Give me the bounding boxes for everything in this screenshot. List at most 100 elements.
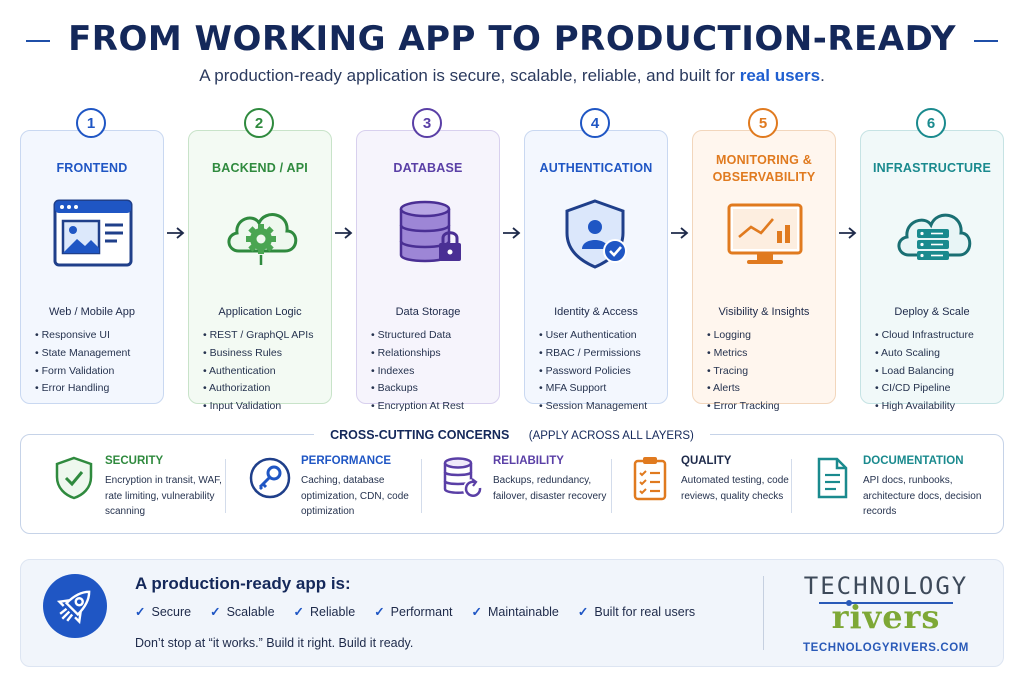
layer-card: AUTHENTICATION Identity & Access User Au… bbox=[524, 130, 668, 412]
check-item: ✓Built for real users bbox=[577, 605, 696, 619]
subtitle-end: . bbox=[820, 66, 825, 85]
layer-subtitle: Deploy & Scale bbox=[894, 306, 970, 318]
subtitle-text: A production-ready application is secure… bbox=[199, 66, 740, 85]
layer-items: Logging Metrics Tracing Alerts Error Tra… bbox=[707, 327, 780, 416]
concern-title: RELIABILITY bbox=[493, 455, 564, 467]
layer-title: INFRASTRUCTURE bbox=[872, 161, 992, 175]
layer-title: BACKEND / API bbox=[212, 161, 308, 175]
list-item: Responsive UI bbox=[35, 327, 130, 345]
checkmark-icon: ✓ bbox=[471, 605, 482, 619]
summary-panel: A production-ready app is: ✓Secure ✓Scal… bbox=[20, 559, 1004, 667]
subtitle-highlight: real users bbox=[739, 66, 821, 85]
layer-items: Structured Data Relationships Indexes Ba… bbox=[371, 327, 464, 416]
layer-subtitle: Application Logic bbox=[218, 306, 302, 318]
checkmark-icon: ✓ bbox=[135, 605, 146, 619]
arrow-right-icon bbox=[167, 227, 185, 239]
list-item: Cloud Infrastructure bbox=[875, 327, 974, 345]
step-number: 3 bbox=[412, 108, 442, 138]
list-item: Form Validation bbox=[35, 363, 130, 381]
summary-tagline: Don’t stop at “it works.” Build it right… bbox=[135, 636, 414, 650]
step-number: 5 bbox=[748, 108, 778, 138]
section-title: CROSS-CUTTING CONCERNS (APPLY ACROSS ALL… bbox=[21, 426, 1003, 444]
list-item: Business Rules bbox=[203, 345, 313, 363]
database-refresh-icon bbox=[443, 457, 483, 499]
list-item: Alerts bbox=[707, 380, 780, 398]
list-item: Logging bbox=[707, 327, 780, 345]
title-dash-right bbox=[974, 40, 998, 42]
checkmark-icon: ✓ bbox=[210, 605, 221, 619]
document-icon bbox=[817, 457, 848, 499]
layer-subtitle: Data Storage bbox=[395, 306, 461, 318]
divider bbox=[225, 459, 226, 513]
logo-bottom-text: rivers bbox=[831, 598, 941, 636]
list-item: Encryption At Rest bbox=[371, 398, 464, 416]
arrow-right-icon bbox=[503, 227, 521, 239]
clipboard-checklist-icon bbox=[633, 457, 667, 501]
list-item: Load Balancing bbox=[875, 363, 974, 381]
cross-cutting-concerns: CROSS-CUTTING CONCERNS (APPLY ACROSS ALL… bbox=[20, 428, 1004, 534]
concern-title: DOCUMENTATION bbox=[863, 455, 964, 467]
checkmark-icon: ✓ bbox=[293, 605, 305, 619]
layer-monitoring: 5 MONITORING &OBSERVABILITY Visibility &… bbox=[692, 108, 838, 412]
list-item: Authorization bbox=[203, 380, 313, 398]
checkmark-icon: ✓ bbox=[577, 605, 589, 619]
concern-title: PERFORMANCE bbox=[301, 455, 392, 467]
step-number: 4 bbox=[580, 108, 610, 138]
shield-check-icon bbox=[55, 456, 93, 500]
list-item: Session Management bbox=[539, 398, 648, 416]
layer-title: FRONTEND bbox=[56, 161, 128, 175]
list-item: Auto Scaling bbox=[875, 345, 974, 363]
logo-top-text: TECHNOLOGY bbox=[803, 572, 969, 600]
arrow-right-icon bbox=[839, 227, 857, 239]
list-item: CI/CD Pipeline bbox=[875, 380, 974, 398]
layer-card: FRONTEND Web / Mobile App Responsive UI … bbox=[20, 130, 164, 404]
list-item: Input Validation bbox=[203, 398, 313, 416]
list-item: MFA Support bbox=[539, 380, 647, 398]
list-item: Password Policies bbox=[539, 363, 647, 381]
list-item: Metrics bbox=[707, 345, 780, 363]
shield-user-icon bbox=[565, 199, 627, 269]
layer-title: DATABASE bbox=[393, 161, 463, 175]
check-item: ✓Secure bbox=[135, 605, 192, 619]
divider bbox=[791, 459, 792, 513]
layer-subtitle: Visibility & Insights bbox=[718, 306, 810, 318]
title-dash-left bbox=[26, 40, 50, 42]
list-item: Structured Data bbox=[371, 327, 464, 345]
layer-items: User Authentication RBAC / Permissions P… bbox=[539, 327, 648, 416]
browser-window-icon bbox=[53, 199, 133, 267]
step-number: 1 bbox=[76, 108, 106, 138]
key-gauge-icon bbox=[249, 457, 291, 499]
logo-url: TECHNOLOGYRIVERS.COM bbox=[803, 642, 969, 654]
layer-card: DATABASE Data Storage Structured Data Re… bbox=[356, 130, 500, 412]
monitor-chart-icon bbox=[727, 203, 803, 264]
layer-items: Responsive UI State Management Form Vali… bbox=[35, 327, 131, 398]
list-item: State Management bbox=[35, 345, 131, 363]
concern-desc: Encryption in transit, WAF, rate limitin… bbox=[105, 475, 222, 517]
list-item: REST / GraphQL APIs bbox=[203, 327, 314, 345]
list-item: Authentication bbox=[203, 363, 313, 381]
cloud-server-icon bbox=[897, 213, 972, 260]
check-item: ✓Reliable bbox=[293, 605, 356, 619]
summary-title: A production-ready app is: bbox=[135, 574, 351, 593]
concern-title: QUALITY bbox=[681, 455, 732, 467]
step-number: 6 bbox=[916, 108, 946, 138]
layer-title: MONITORING &OBSERVABILITY bbox=[712, 153, 816, 184]
company-logo: TECHNOLOGY rivers TECHNOLOGYRIVERS.COM bbox=[791, 568, 981, 658]
list-item: Tracing bbox=[707, 363, 780, 381]
step-number: 2 bbox=[244, 108, 274, 138]
list-item: High Availability bbox=[875, 398, 974, 416]
arrow-right-icon bbox=[335, 227, 353, 239]
list-item: Backups bbox=[371, 380, 464, 398]
cloud-gear-icon bbox=[227, 213, 298, 265]
arrow-right-icon bbox=[671, 227, 689, 239]
layer-subtitle: Web / Mobile App bbox=[48, 306, 135, 318]
list-item: RBAC / Permissions bbox=[539, 345, 647, 363]
check-item: ✓Scalable bbox=[210, 605, 275, 619]
layer-infrastructure: 6 INFRASTRUCTURE Deploy & Scale Cloud In… bbox=[860, 108, 1006, 412]
rocket-icon bbox=[43, 574, 107, 638]
layer-subtitle: Identity & Access bbox=[554, 306, 638, 318]
layer-backend: 2 BACKEND / API Application Logic REST /… bbox=[188, 108, 334, 412]
check-item: ✓Maintainable bbox=[471, 605, 559, 619]
layer-authentication: 4 AUTHENTICATION Identity & Access User … bbox=[524, 108, 670, 412]
layer-frontend: 1 FRONTEND Web / Mobile App Responsive U… bbox=[20, 108, 166, 404]
